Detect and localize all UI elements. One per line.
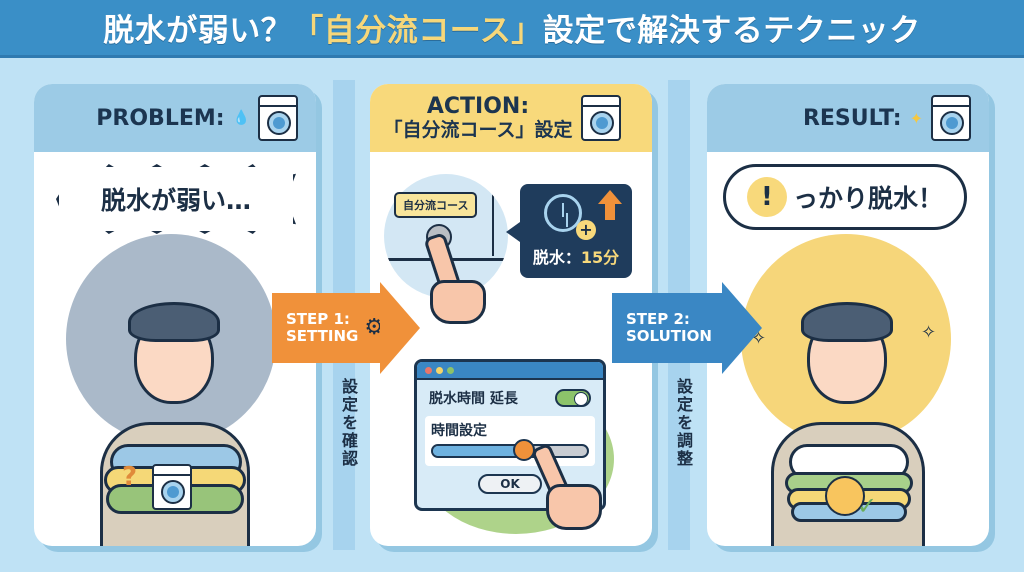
step-2-label-line1: STEP 2: (626, 309, 690, 328)
result-label: RESULT: (802, 105, 902, 131)
sparkle-right-icon: ✧ (921, 322, 937, 343)
spin-time-label: 脱水： (532, 248, 581, 267)
title-accent: 「自分流コース」 (292, 13, 543, 49)
spin-extend-toggle[interactable] (555, 389, 591, 407)
action-panel: ACTION: 「自分流コース」設定 自分流コース + 脱水：15分 脱水時間 … (370, 84, 652, 546)
plus-icon: + (576, 220, 596, 240)
clock-icon (544, 194, 582, 232)
gear-icon: ⚙ (364, 315, 385, 341)
washing-machine-icon (580, 95, 621, 141)
step-2-arrow: STEP 2: SOLUTION 💧 (612, 282, 762, 374)
result-speech-bubble: ! っかり脱水！ (723, 164, 967, 230)
action-sublabel: 「自分流コース」設定 (383, 118, 573, 141)
step-1-vertical-text: 設定を確認 (339, 378, 358, 468)
washing-machine-question-icon (152, 464, 192, 510)
step-2-label-line2: SOLUTION (626, 327, 712, 345)
step-1-label-line1: STEP 1: (286, 309, 350, 328)
exclamation-icon: ! (746, 177, 787, 217)
spin-info-box: + 脱水：15分 (506, 184, 632, 278)
hand-palm (430, 280, 486, 324)
result-speech-text: っかり脱水！ (792, 184, 943, 213)
dialog-titlebar (417, 362, 603, 380)
problem-label: PROBLEM: (96, 105, 225, 131)
settings-dialog: 脱水時間 延長 時間設定 OK (414, 359, 606, 511)
problem-header: PROBLEM: 💧 (34, 84, 316, 152)
hand-palm-2 (546, 484, 602, 530)
ok-button[interactable]: OK (478, 474, 542, 494)
time-setting-card: 時間設定 (425, 416, 595, 466)
problem-speech-bubble: 脱水が弱い… (56, 164, 296, 234)
washing-machine-dripping-icon (258, 95, 298, 141)
question-mark-icon: ? (122, 462, 138, 492)
result-header: RESULT: ✦ (707, 84, 989, 152)
time-setting-label: 時間設定 (431, 423, 487, 439)
step-1-label-line2: SETTING (286, 327, 359, 345)
page-title: 脱水が弱い？「自分流コース」設定で解決するテクニック (103, 5, 920, 50)
sun-smile-icon (825, 476, 865, 516)
course-button-label[interactable]: 自分流コース (394, 192, 478, 218)
slider-fill (433, 446, 523, 456)
title-suffix: 設定で解決するテクニック (542, 13, 921, 49)
problem-speech-text: 脱水が弱い… (100, 186, 251, 215)
spin-time-text: 脱水：15分 (520, 244, 632, 268)
step-2-vertical-text: 設定を調整 (674, 378, 693, 468)
check-icon: ✓ (857, 492, 878, 520)
title-bar: 脱水が弱い？「自分流コース」設定で解決するテクニック (0, 0, 1024, 58)
slider-thumb[interactable] (513, 439, 536, 461)
action-header: ACTION: 「自分流コース」設定 (370, 84, 652, 152)
washing-machine-shirt-sparkle-icon (931, 95, 971, 141)
action-label: ACTION: (426, 94, 530, 120)
result-panel: RESULT: ✦ ✧ ✧ ! っかり脱水！ ✓ (707, 84, 989, 546)
sparkle-icon: ✦ (909, 108, 923, 128)
close-dot-icon[interactable] (425, 366, 432, 374)
spin-time-value: 15分 (580, 248, 620, 267)
up-arrow-icon (598, 190, 622, 220)
minimize-dot-icon[interactable] (436, 366, 443, 374)
title-prefix: 脱水が弱い？ (103, 13, 293, 49)
problem-panel: PROBLEM: 💧 脱水が弱い… ? (34, 84, 316, 546)
water-drop-icon: 💧 (232, 110, 250, 126)
maximize-dot-icon[interactable] (447, 366, 454, 374)
spin-extend-label: 脱水時間 延長 (429, 391, 518, 407)
step-1-arrow: STEP 1: SETTING ⚙ (272, 282, 420, 374)
time-slider[interactable] (431, 439, 589, 461)
